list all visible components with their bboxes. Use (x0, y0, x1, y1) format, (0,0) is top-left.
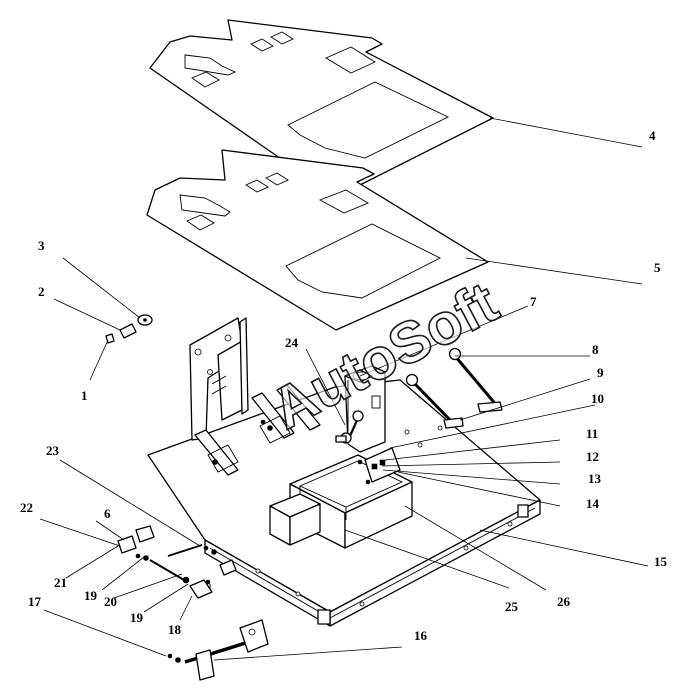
callout-2: 2 (38, 284, 45, 299)
callout-16: 16 (414, 628, 428, 643)
steering-column (344, 365, 386, 453)
lever-arm (335, 410, 364, 444)
bracket-shaft (167, 619, 269, 681)
callout-8: 8 (592, 342, 599, 357)
callout-20: 20 (104, 594, 117, 609)
rod-assembly (117, 525, 237, 599)
floor-mat-lower (146, 149, 489, 331)
callout-17: 17 (28, 594, 42, 609)
callout-10: 10 (591, 391, 604, 406)
callout-19b: 19 (130, 610, 144, 625)
lever-handle (448, 347, 503, 413)
callout-19a: 19 (84, 588, 98, 603)
callout-labels: 1 2 3 4 5 6 7 8 9 10 11 12 13 14 15 16 1… (20, 128, 668, 643)
callout-25: 25 (505, 599, 519, 614)
callout-3: 3 (38, 238, 45, 253)
callout-9: 9 (597, 365, 604, 380)
callout-14: 14 (586, 496, 600, 511)
callout-22: 22 (20, 500, 33, 515)
callout-7: 7 (530, 294, 537, 309)
callout-18: 18 (168, 622, 182, 637)
callout-15: 15 (654, 554, 668, 569)
fastener-set (105, 314, 153, 344)
callout-4: 4 (649, 128, 656, 143)
pedal-assembly (189, 317, 321, 476)
battery (269, 493, 321, 546)
floor-mat-upper (149, 19, 494, 198)
callout-12: 12 (586, 449, 599, 464)
callout-11: 11 (586, 426, 598, 441)
callout-6: 6 (104, 506, 111, 521)
leader-lines (39, 117, 649, 661)
lever-handle-short (405, 373, 464, 429)
callout-1: 1 (81, 388, 88, 403)
callout-26: 26 (557, 594, 571, 609)
callout-24: 24 (285, 335, 299, 350)
callout-21: 21 (54, 575, 67, 590)
callout-5: 5 (654, 260, 661, 275)
column-mount-plate (357, 447, 401, 485)
callout-13: 13 (588, 471, 602, 486)
callout-23: 23 (46, 443, 60, 458)
